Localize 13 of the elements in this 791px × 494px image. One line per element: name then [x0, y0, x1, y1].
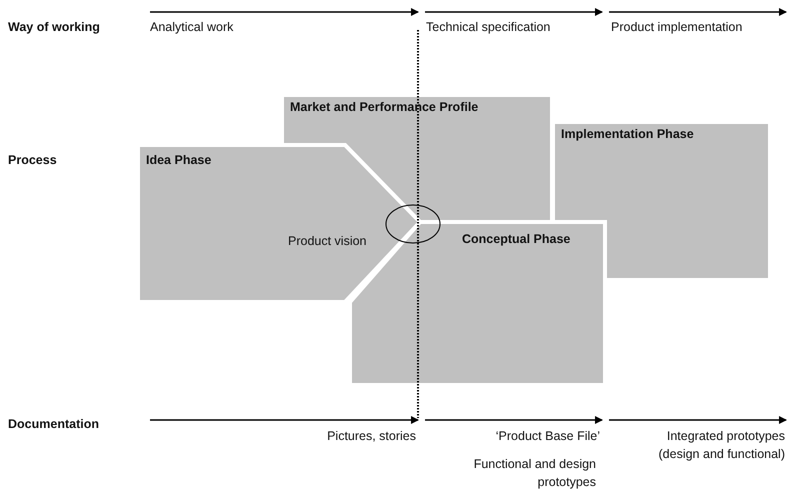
row-heading: Process [8, 152, 57, 169]
row-heading: Way of working [8, 19, 100, 36]
stage-label: Analytical work [150, 19, 234, 36]
phase-title: Conceptual Phase [462, 232, 570, 246]
output-label: Pictures, stories [327, 428, 416, 445]
stage-label: Product implementation [611, 19, 742, 36]
output-label: ‘Product Base File’ [496, 428, 600, 445]
row-heading: Documentation [8, 416, 99, 433]
phase-title: Implementation Phase [561, 127, 694, 141]
output-label: Integrated prototypes (design and functional) [658, 428, 785, 463]
phase-title: Market and Performance Profile [290, 100, 478, 114]
stage-label: Technical specification [426, 19, 550, 36]
output-label: Functional and design prototypes [472, 456, 596, 491]
